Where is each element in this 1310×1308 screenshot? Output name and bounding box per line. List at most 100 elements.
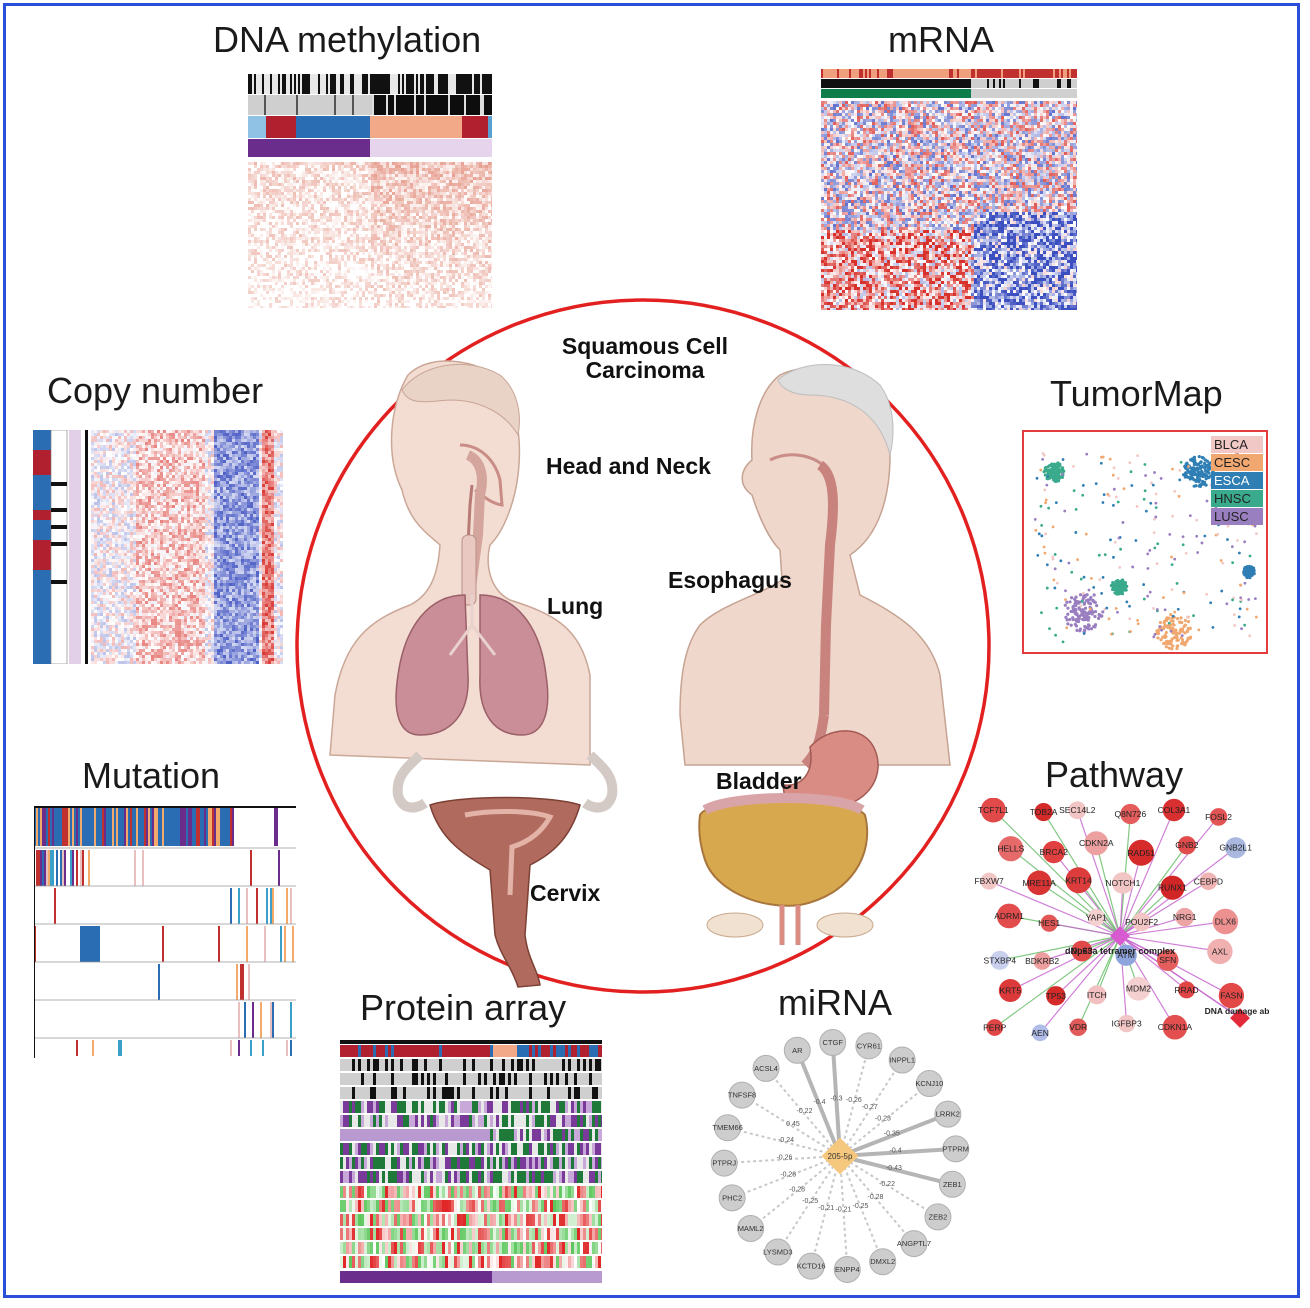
mirna-edge-weight: -0.4: [890, 1148, 902, 1155]
mirna-edge-weight: -0.28: [780, 1171, 796, 1178]
pathway-gene-node: [1199, 872, 1218, 891]
mirna-network: -0.4-0.3-0.26-0.27-0.23-0.35-0.4-0.43-0.…: [690, 1020, 1000, 1292]
title-copy-number: Copy number: [47, 370, 264, 411]
anatomy-illustration: [295, 298, 991, 994]
circle-title-line2: Carcinoma: [585, 357, 705, 384]
pathway-gene-node: [1212, 908, 1239, 935]
title-pathway: Pathway: [1045, 754, 1184, 795]
pathway-gene-label: RUNX1: [1158, 883, 1187, 893]
title-mrna: mRNA: [888, 19, 994, 60]
pathway-gene-label: KRT14: [1065, 875, 1092, 885]
mirna-edge-weight: -0.28: [789, 1186, 805, 1193]
pathway-gene-label: FOSL2: [1205, 812, 1232, 822]
pathway-hub-node: [1110, 926, 1130, 946]
pathway-gene-label: MRE11A: [1022, 878, 1056, 888]
pathway-gene-node: [1117, 1014, 1136, 1033]
pathway-gene-node: [1071, 940, 1093, 962]
pathway-gene-label: DLX6: [1215, 916, 1237, 926]
tumormap-legend-entry: HNSC: [1211, 490, 1263, 507]
label-head-neck: Head and Neck: [546, 453, 711, 479]
mirna-edge-weight: -0.28: [868, 1194, 884, 1201]
pathway-gene-label: HES1: [1038, 918, 1060, 928]
mirna-target-label: CTGF: [823, 1038, 844, 1047]
mirna-target-node: [728, 1081, 756, 1109]
pathway-gene-node: [1120, 803, 1141, 825]
mirna-target-label: KCTD16: [797, 1262, 826, 1271]
mirna-target-node: [718, 1184, 746, 1212]
pathway-gene-node: [1209, 808, 1228, 826]
tumormap-legend-entry: ESCA: [1211, 472, 1263, 489]
pathway-gene-node: [1087, 985, 1107, 1005]
mirna-edge-weight: -0.25: [853, 1203, 869, 1210]
pathway-gene-label: TCF7L1: [978, 805, 1009, 815]
title-protein-array: Protein array: [360, 987, 567, 1028]
pathway-gene-node: [1026, 870, 1052, 896]
pathway-gene-node: [998, 836, 1024, 862]
mrna-heatmap: [821, 69, 1077, 310]
pathway-gene-node: [1042, 840, 1065, 864]
pathway-gene-node: [1087, 908, 1105, 927]
pathway-gene-node: [1046, 986, 1066, 1006]
pathway-gene-label: RRAD: [1175, 985, 1199, 995]
label-cervix: Cervix: [530, 880, 601, 906]
mirna-target-node: [942, 1135, 970, 1163]
pathway-gene-label: NOTCH1: [1105, 878, 1140, 888]
pathway-gene-node: [1156, 949, 1179, 971]
mirna-target-label: LRRK2: [936, 1110, 960, 1119]
title-dna-methylation: DNA methylation: [213, 19, 482, 60]
mirna-edge-weight: -0.35: [884, 1131, 900, 1138]
pathway-gene-label: ATM: [1117, 950, 1134, 960]
pathway-gene-label: NRG1: [1173, 912, 1197, 922]
bladder-illustration: [698, 793, 874, 945]
mirna-target-node: [924, 1203, 952, 1231]
mirna-target-label: TNFSF8: [728, 1091, 756, 1100]
mirna-target-node: [833, 1255, 861, 1283]
pathway-gene-label: SEC14L2: [1059, 805, 1096, 815]
mirna-target-node: [714, 1114, 742, 1142]
pathway-gene-node: [1031, 1024, 1049, 1042]
mirna-target-node: [819, 1029, 847, 1057]
pathway-gene-label: KRT5: [1000, 986, 1022, 996]
title-tumormap: TumorMap: [1050, 373, 1223, 414]
title-mirna: miRNA: [778, 982, 892, 1023]
mirna-edge-weight: -0.26: [776, 1154, 792, 1161]
mirna-target-label: DMXL2: [870, 1257, 895, 1266]
pathway-gene-label: CDKN1A: [1158, 1022, 1193, 1032]
tumormap-legend-entry: LUSC: [1211, 508, 1263, 525]
mutation-matrix: [34, 806, 296, 1058]
mirna-edge-weight: -0.43: [886, 1165, 902, 1172]
pathway-damage-label: DNA damage ab: [1205, 1006, 1270, 1016]
mirna-target-node: [752, 1054, 780, 1082]
pathway-gene-node: [1034, 802, 1053, 822]
mirna-target-label: ACSL4: [754, 1064, 778, 1073]
pathway-gene-node: [1225, 837, 1247, 859]
circle-title-line1: Squamous Cell: [561, 333, 729, 359]
pathway-gene-label: CEBPD: [1194, 876, 1223, 886]
label-esophagus: Esophagus: [668, 567, 792, 593]
pathway-gene-label: DLX5: [1071, 946, 1093, 956]
mirna-target-node: [900, 1230, 928, 1258]
pathway-gene-node: [998, 979, 1022, 1003]
mirna-edge-weight: -0.22: [797, 1108, 813, 1115]
pathway-gene-label: PERP: [983, 1022, 1006, 1032]
pathway-gene-node: [1069, 1018, 1087, 1036]
tumormap-legend-entry: CESC: [1211, 454, 1263, 471]
circle-title: Squamous Cell Carcinoma: [530, 334, 760, 382]
mirna-target-label: TMEM66: [712, 1123, 742, 1132]
pathway-gene-label: YAP1: [1086, 913, 1107, 923]
pathway-gene-label: COL3A1: [1158, 805, 1191, 815]
female-figure: [329, 360, 591, 766]
mirna-target-label: ENPP4: [835, 1265, 860, 1274]
pathway-gene-label: FASN: [1220, 991, 1242, 1001]
mirna-target-node: [869, 1248, 897, 1276]
pathway-gene-node: [1160, 875, 1185, 900]
pathway-gene-node: [980, 872, 998, 890]
mirna-target-label: INPPL1: [889, 1056, 915, 1065]
title-mutation: Mutation: [82, 755, 221, 796]
pathway-gene-label: RAD51: [1127, 848, 1155, 858]
pathway-gene-node: [1040, 914, 1058, 932]
pathway-gene-label: TP53: [1046, 991, 1067, 1001]
pathway-gene-label: ITCH: [1087, 990, 1107, 1000]
